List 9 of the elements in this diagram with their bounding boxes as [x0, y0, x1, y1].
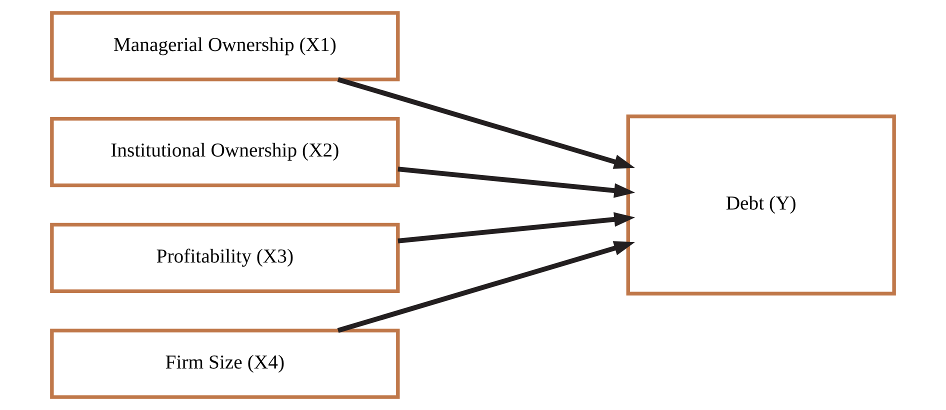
arrow — [398, 166, 636, 198]
node-box: Managerial Ownership (X1) — [50, 11, 400, 82]
node-box: Debt (Y) — [626, 114, 896, 296]
arrow — [337, 241, 636, 333]
node-box: Firm Size (X4) — [50, 328, 400, 399]
node-box: Institutional Ownership (X2) — [50, 116, 400, 188]
arrow — [337, 77, 636, 169]
arrow — [398, 212, 636, 244]
node-box: Profitability (X3) — [50, 222, 400, 294]
